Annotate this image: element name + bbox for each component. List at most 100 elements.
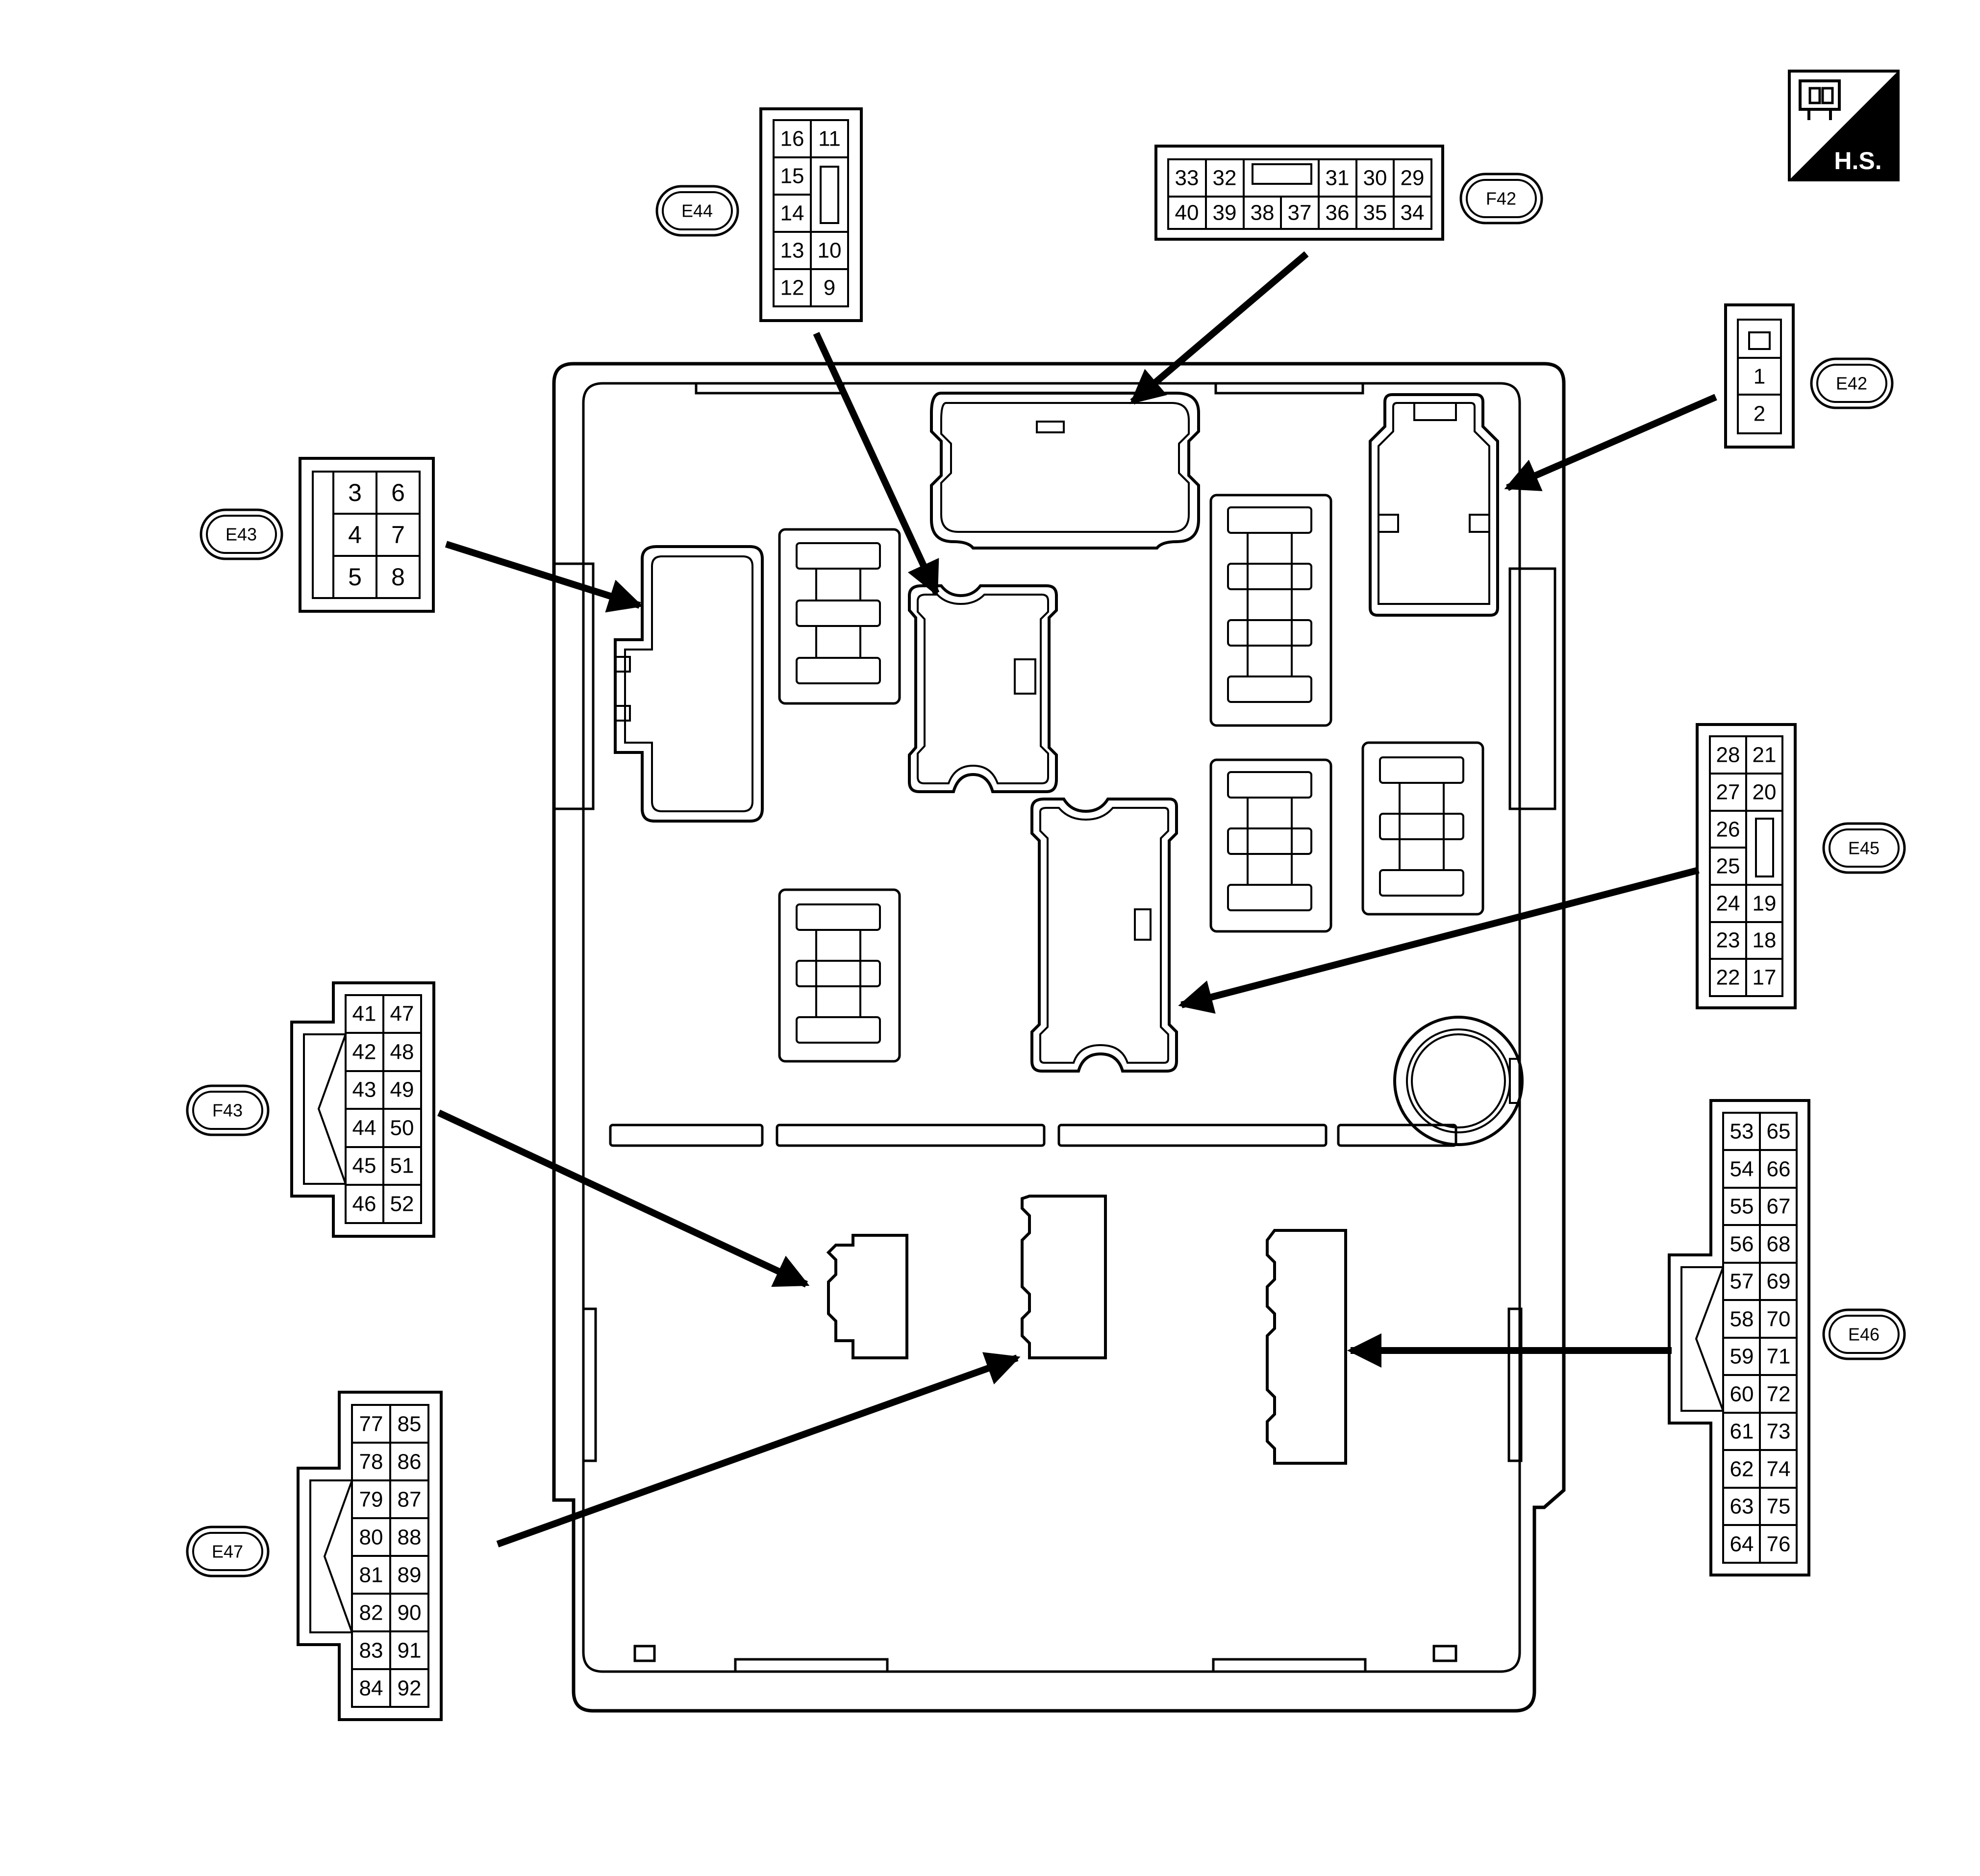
pin-44: 44 xyxy=(352,1116,376,1140)
pin-36: 36 xyxy=(1326,201,1350,225)
pin-21: 21 xyxy=(1753,743,1777,767)
pin-2: 2 xyxy=(1754,402,1765,426)
connector-e44: 16 11 15 14 13 10 12 9 xyxy=(759,107,863,322)
pin-79: 79 xyxy=(359,1488,383,1512)
pin-7: 7 xyxy=(391,521,405,549)
pin-87: 87 xyxy=(398,1488,422,1512)
round-grommet xyxy=(1393,1016,1524,1146)
pin-49: 49 xyxy=(390,1078,414,1102)
pin-12: 12 xyxy=(780,276,804,300)
pin-74: 74 xyxy=(1767,1457,1791,1481)
pin-46: 46 xyxy=(352,1192,376,1216)
connector-f43: 41 47 42 48 43 49 44 50 45 51 46 52 xyxy=(290,981,435,1238)
arrow-f43 xyxy=(437,1109,810,1288)
pin-14: 14 xyxy=(780,201,804,225)
pin-26: 26 xyxy=(1716,818,1740,842)
relay-module-5 xyxy=(778,888,901,1063)
pin-67: 67 xyxy=(1767,1195,1791,1219)
arrows xyxy=(437,251,1717,1548)
pin-57: 57 xyxy=(1730,1270,1754,1294)
pin-17: 17 xyxy=(1753,966,1777,990)
label-e47: E47 xyxy=(186,1526,270,1577)
label-e45: E45 xyxy=(1822,822,1906,874)
socket-e47 xyxy=(1021,1195,1107,1359)
pin-37: 37 xyxy=(1288,201,1312,225)
pin-59: 59 xyxy=(1730,1345,1754,1369)
label-e46: E46 xyxy=(1822,1308,1906,1360)
pin-55: 55 xyxy=(1730,1195,1754,1219)
pin-91: 91 xyxy=(398,1639,422,1663)
svg-text:F43: F43 xyxy=(212,1101,243,1121)
pin-53: 53 xyxy=(1730,1120,1754,1144)
pin-63: 63 xyxy=(1730,1495,1754,1519)
pin-78: 78 xyxy=(359,1450,383,1474)
arrow-e43 xyxy=(445,541,643,613)
pin-13: 13 xyxy=(780,239,804,263)
relay-module-3 xyxy=(1209,758,1332,933)
fuse-block-housing xyxy=(552,362,1566,1713)
svg-text:E45: E45 xyxy=(1848,838,1880,858)
pin-23: 23 xyxy=(1716,928,1740,952)
socket-e45 xyxy=(1030,798,1178,1073)
pin-3: 3 xyxy=(348,479,362,506)
pin-6: 6 xyxy=(391,479,405,506)
arrow-f42 xyxy=(1129,251,1309,405)
pin-4: 4 xyxy=(348,521,362,549)
pin-50: 50 xyxy=(390,1116,414,1140)
pin-70: 70 xyxy=(1767,1307,1791,1331)
pin-27: 27 xyxy=(1716,780,1740,804)
pin-58: 58 xyxy=(1730,1307,1754,1331)
pin-35: 35 xyxy=(1363,201,1387,225)
label-f43: F43 xyxy=(186,1084,270,1136)
socket-e42 xyxy=(1369,393,1499,617)
connector-e47: 77 85 78 86 79 87 80 88 81 89 82 90 83 9… xyxy=(297,1391,443,1721)
connector-e45: 28 21 27 20 26 25 24 19 23 18 22 17 xyxy=(1696,723,1797,1009)
socket-f42 xyxy=(930,392,1200,550)
pin-24: 24 xyxy=(1716,892,1740,916)
pin-25: 25 xyxy=(1716,854,1740,878)
pin-56: 56 xyxy=(1730,1232,1754,1256)
pin-73: 73 xyxy=(1767,1420,1791,1444)
pin-89: 89 xyxy=(398,1563,422,1587)
label-e42: E42 xyxy=(1810,357,1894,409)
connector-e42: 1 2 xyxy=(1724,303,1795,449)
pin-77: 77 xyxy=(359,1412,383,1436)
pin-20: 20 xyxy=(1753,780,1777,804)
pin-9: 9 xyxy=(824,276,835,300)
pin-84: 84 xyxy=(359,1676,383,1701)
pin-80: 80 xyxy=(359,1526,383,1550)
pin-66: 66 xyxy=(1767,1157,1791,1181)
pin-39: 39 xyxy=(1213,201,1237,225)
pin-92: 92 xyxy=(398,1676,422,1701)
relay-module-4 xyxy=(1361,741,1484,916)
pin-72: 72 xyxy=(1767,1382,1791,1406)
svg-text:E47: E47 xyxy=(212,1542,243,1562)
pin-65: 65 xyxy=(1767,1120,1791,1144)
connector-e43: 3 6 4 7 5 8 xyxy=(299,457,435,613)
pin-15: 15 xyxy=(780,164,804,188)
pin-61: 61 xyxy=(1730,1420,1754,1444)
socket-e44 xyxy=(908,584,1058,793)
pin-5: 5 xyxy=(348,563,362,591)
socket-f43 xyxy=(826,1234,908,1359)
hs-badge-text: H.S. xyxy=(1834,147,1881,175)
pin-38: 38 xyxy=(1251,201,1275,225)
pin-42: 42 xyxy=(352,1040,376,1064)
pin-76: 76 xyxy=(1767,1532,1791,1556)
relay-module-2 xyxy=(1209,494,1332,727)
svg-text:E44: E44 xyxy=(681,201,713,221)
pin-69: 69 xyxy=(1767,1270,1791,1294)
pin-64: 64 xyxy=(1730,1532,1754,1556)
pin-28: 28 xyxy=(1716,743,1740,767)
pin-41: 41 xyxy=(352,1002,376,1026)
relay-module-1 xyxy=(778,528,901,705)
svg-text:F42: F42 xyxy=(1486,189,1516,209)
pin-32: 32 xyxy=(1213,166,1237,190)
pin-47: 47 xyxy=(390,1002,414,1026)
pin-43: 43 xyxy=(352,1078,376,1102)
pin-71: 71 xyxy=(1767,1345,1791,1369)
svg-text:E43: E43 xyxy=(226,525,257,545)
pin-62: 62 xyxy=(1730,1457,1754,1481)
pin-1: 1 xyxy=(1754,365,1765,389)
